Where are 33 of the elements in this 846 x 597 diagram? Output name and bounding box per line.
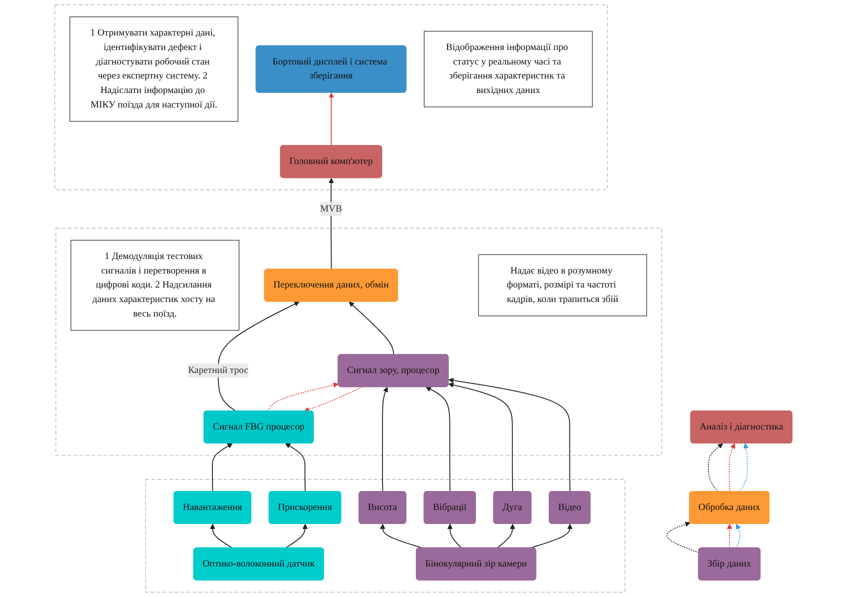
node-box: Відображення інформації про статус у реальному часі та зберігання характеристик та вихідних даних [423,30,592,108]
node-box: Надає відео в розумному форматі, розмірі та частоті кадрів, коли трапиться збій [478,254,647,316]
arrow [211,443,232,492]
cluster [55,228,662,456]
arrow [425,386,450,492]
arrow [448,382,513,492]
arrow [735,524,740,548]
edge-label: MVB [320,204,342,214]
arrow [446,524,462,548]
arrow [328,178,334,270]
arrow [529,524,572,548]
arrow [728,443,735,492]
arrow [496,524,515,548]
arrow [708,443,723,492]
cluster [54,4,608,190]
arrow [217,302,300,412]
edge-label: Каретний трос [188,365,248,376]
arrow [382,386,388,492]
arrow [267,382,338,412]
node-box: 1 Отримувати характерні дані, ідентифікувати дефект і діагностувати робочий стан через експертну систему. 2 Надіслати інформацію до МІКУ поїзда для наступної дії. [69,16,238,122]
arrow [328,92,334,146]
arrow [348,302,394,356]
arrow [448,378,570,492]
node-box: 1 Демодуляція тестових сигналів і перетворення в цифрові коди. 2 Надсилання даних характеристик хосту на весь поїзд. [70,240,239,331]
arrow [380,524,423,548]
arrow [666,522,699,554]
arrow [739,443,748,492]
arrow [284,524,308,548]
arrow [304,386,362,412]
cluster [144,478,625,592]
arrow [209,524,232,548]
arrow [284,443,306,492]
arrow [726,524,732,548]
